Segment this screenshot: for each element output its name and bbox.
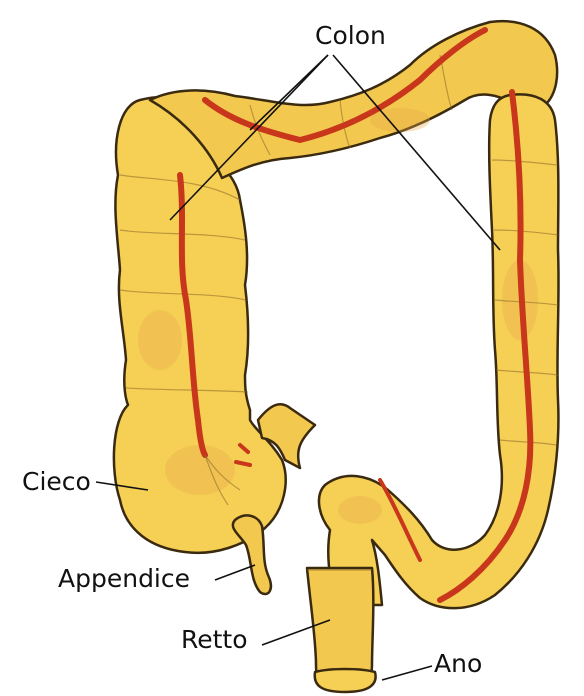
label-retto: Retto (181, 625, 248, 654)
label-appendice: Appendice (58, 564, 190, 593)
anus (315, 669, 376, 692)
label-cieco: Cieco (22, 467, 91, 496)
label-ano: Ano (434, 649, 482, 678)
label-colon: Colon (315, 21, 386, 50)
ano-pointer (382, 666, 432, 680)
appendice-pointer (215, 565, 255, 580)
